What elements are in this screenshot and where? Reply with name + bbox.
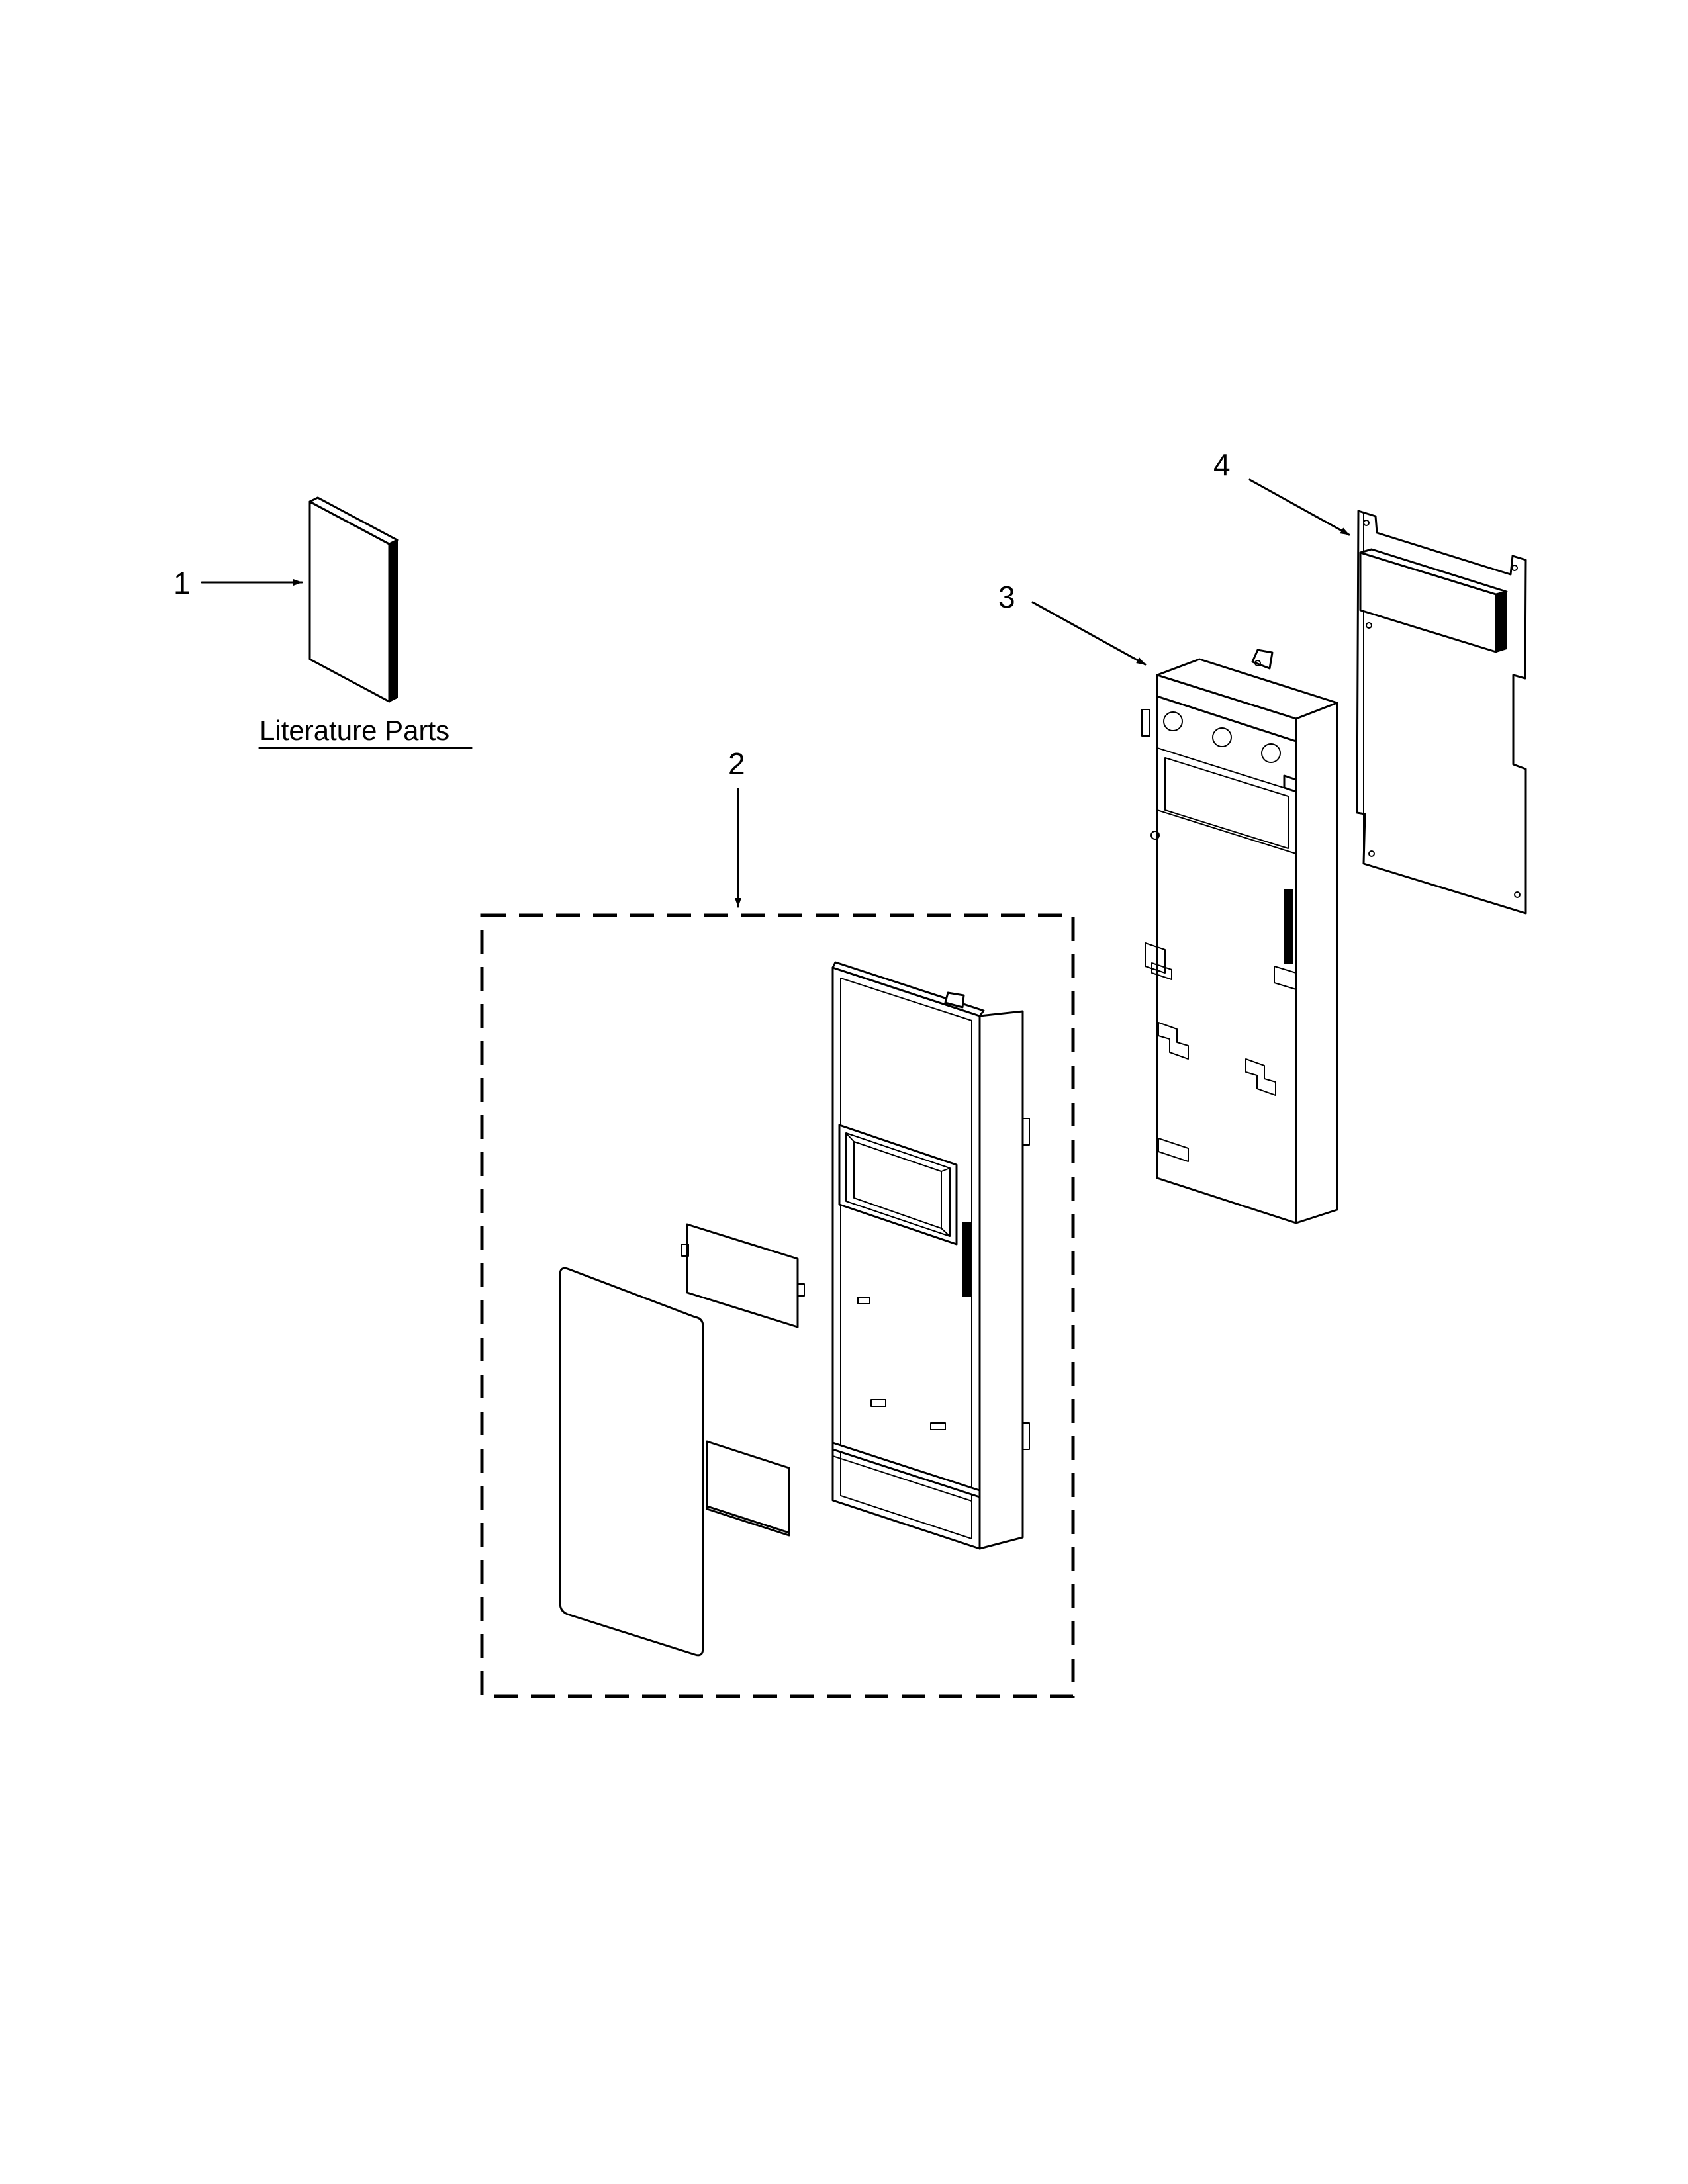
callout-4-arrow [1248, 478, 1350, 536]
lower-bracket-plate [706, 1440, 790, 1537]
control-panel-frame [831, 961, 1030, 1550]
part-1-literature-booklet[interactable] [308, 496, 399, 703]
membrane-overlay-panel [559, 1267, 704, 1657]
callout-1-label: 1 [173, 566, 191, 600]
callout-2-label: 2 [728, 747, 745, 781]
part-2-control-panel-assembly[interactable] [559, 961, 1030, 1657]
callout-3-arrow [1031, 601, 1147, 666]
display-window-cover [681, 1223, 805, 1328]
literature-parts-label: Literature Parts [259, 715, 449, 746]
part-3-control-panel-housing[interactable] [1141, 649, 1338, 1224]
part-4-electronic-control-board[interactable] [1356, 510, 1527, 915]
callout-3-label: 3 [998, 580, 1015, 614]
assembly-2-boundary [480, 913, 1075, 1698]
callout-4-label: 4 [1213, 447, 1231, 482]
